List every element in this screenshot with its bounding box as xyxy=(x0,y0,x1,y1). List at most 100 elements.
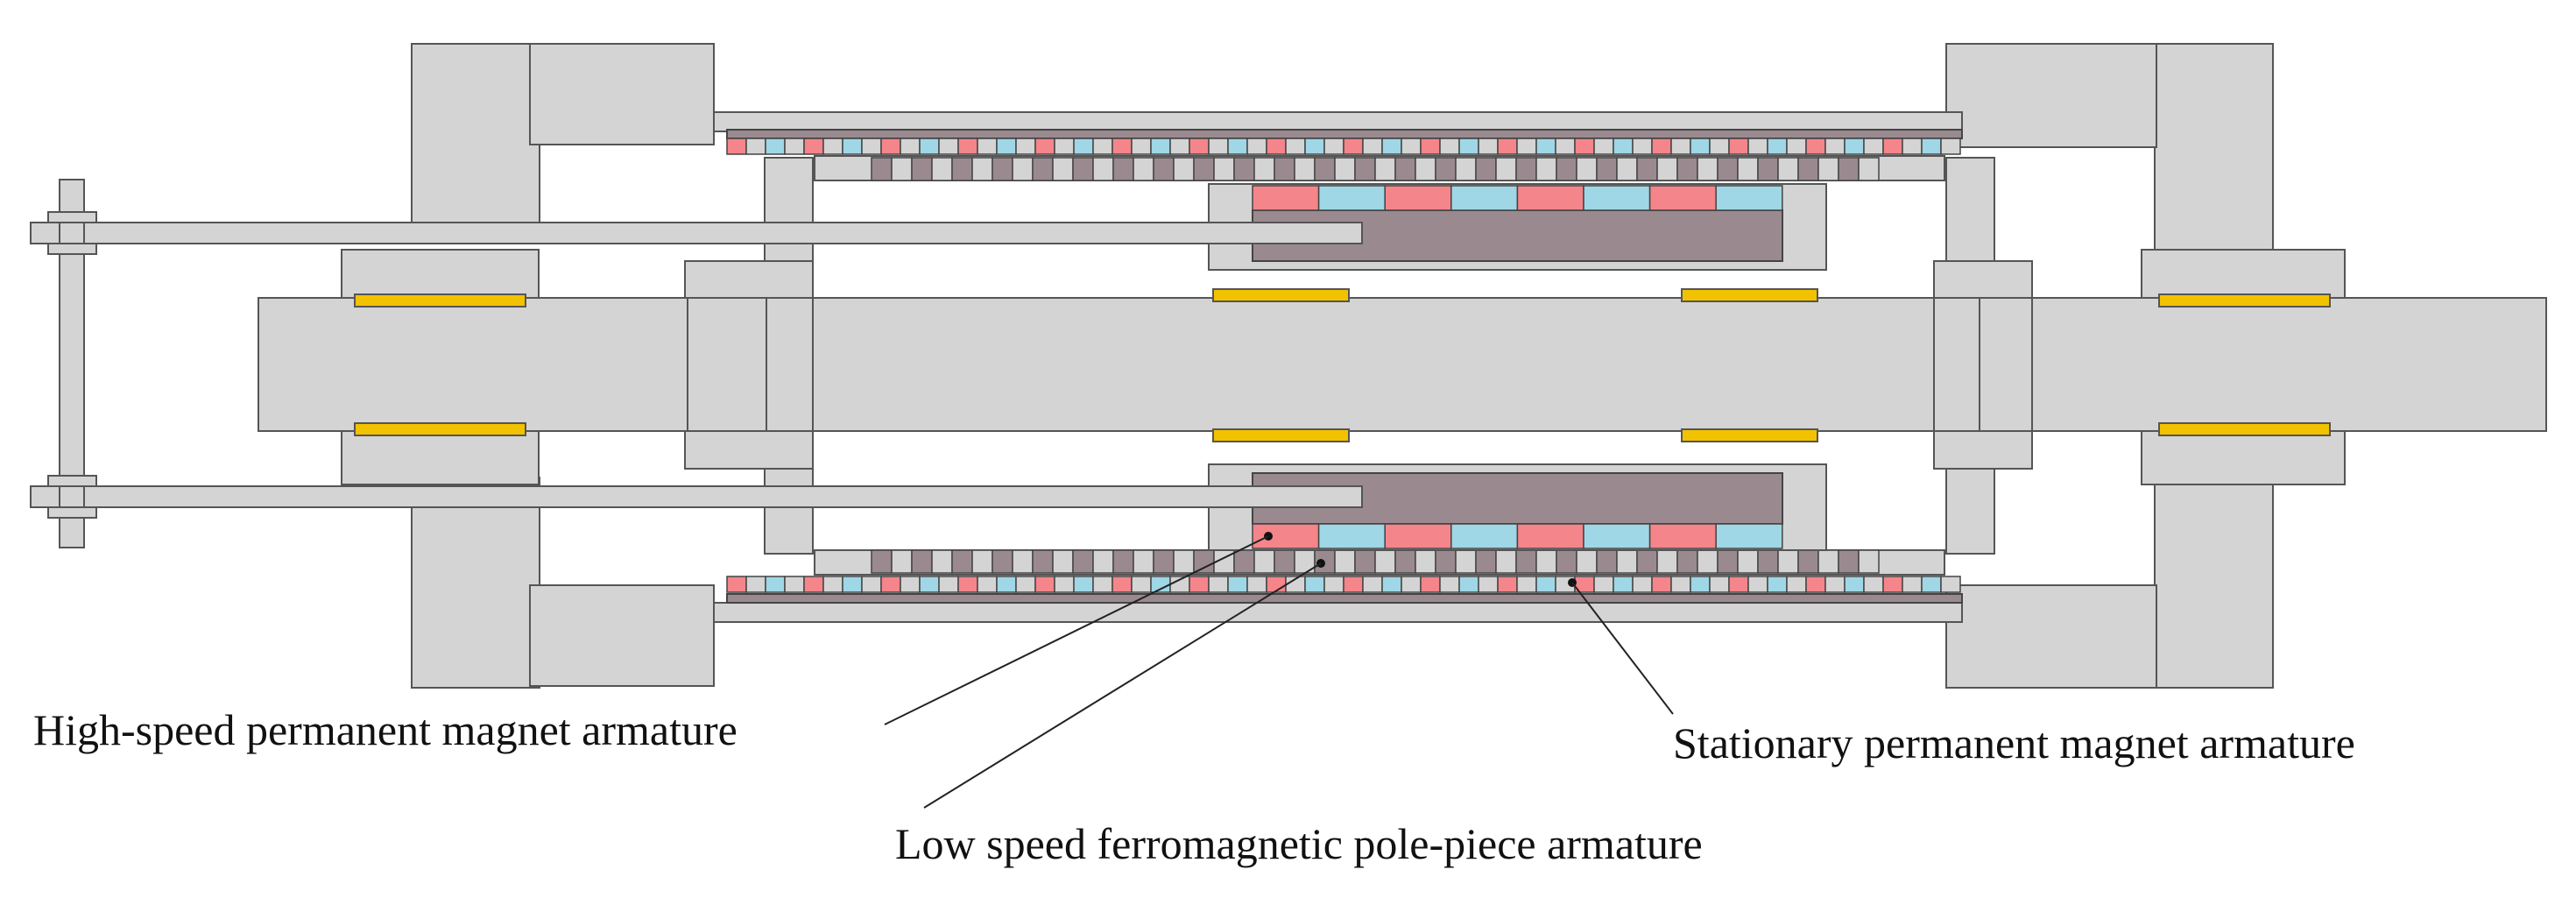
stationary-magnet-segment xyxy=(822,576,843,593)
pole-piece-segment xyxy=(1556,549,1577,574)
stationary-magnet-segment xyxy=(1863,138,1884,155)
stationary-magnet-segment xyxy=(1054,138,1075,155)
shaft-left-collar xyxy=(766,297,814,432)
pole-piece-segment xyxy=(1032,157,1054,181)
stationary-magnet-segment xyxy=(1593,138,1614,155)
high-speed-magnet-segment xyxy=(1252,523,1320,549)
stationary-magnet-segment xyxy=(1728,576,1749,593)
pole-piece-row-bottom xyxy=(871,549,1880,574)
stationary-magnet-segment xyxy=(1632,576,1653,593)
stationary-magnet-segment xyxy=(1362,138,1383,155)
stationary-magnet-segment xyxy=(1092,138,1113,155)
stationary-magnet-segment xyxy=(745,138,766,155)
stationary-magnet-segment xyxy=(938,138,959,155)
stationary-magnet-segment xyxy=(861,138,882,155)
pole-piece-segment xyxy=(1274,549,1295,574)
pole-piece-segment xyxy=(1858,157,1880,181)
pole-piece-segment xyxy=(1415,549,1436,574)
tie-rod-clamp-bottom-lower xyxy=(47,506,97,519)
stationary-magnet-segment xyxy=(1131,576,1152,593)
pole-piece-segment xyxy=(1253,157,1275,181)
tie-rod-clamp-top xyxy=(47,211,97,223)
tie-rod-bottom xyxy=(30,485,1363,508)
pole-piece-segment xyxy=(1374,157,1396,181)
pole-piece-segment xyxy=(891,157,913,181)
stationary-magnet-segment xyxy=(900,576,921,593)
left-end-cap-bottom xyxy=(529,584,715,687)
high-speed-magnet-segment xyxy=(1384,185,1452,211)
stationary-magnet-segment xyxy=(1015,138,1036,155)
bearing-mid-left-bottom xyxy=(1212,428,1350,442)
stationary-magnet-segment xyxy=(1516,138,1537,155)
stationary-magnet-segment xyxy=(1747,576,1768,593)
pole-piece-segment xyxy=(1294,157,1316,181)
pole-piece-segment xyxy=(1817,157,1839,181)
pole-piece-segment xyxy=(1012,157,1034,181)
pole-piece-segment xyxy=(971,549,993,574)
pole-piece-segment xyxy=(951,549,973,574)
stationary-magnet-segment xyxy=(1054,576,1075,593)
stationary-magnet-segment xyxy=(1497,138,1518,155)
stationary-magnet-segment xyxy=(1189,576,1210,593)
pole-piece-segment xyxy=(1334,549,1356,574)
pole-piece-segment xyxy=(1656,157,1678,181)
stationary-magnet-segment xyxy=(1882,138,1903,155)
pole-piece-segment xyxy=(1697,157,1719,181)
stationary-magnet-segment xyxy=(1073,138,1094,155)
shaft-left-segment xyxy=(258,297,688,432)
high-speed-magnet-segment xyxy=(1450,523,1519,549)
pole-piece-segment xyxy=(1717,157,1739,181)
stationary-magnet-segment xyxy=(1593,576,1614,593)
stationary-magnet-segment xyxy=(784,138,805,155)
pole-piece-segment xyxy=(1394,157,1416,181)
stationary-magnet-segment xyxy=(957,576,978,593)
stationary-magnet-segment xyxy=(1189,138,1210,155)
stationary-magnet-segment xyxy=(1401,576,1422,593)
stationary-magnet-segment xyxy=(745,576,766,593)
pole-piece-segment xyxy=(1435,157,1457,181)
pole-piece-segment xyxy=(1616,549,1638,574)
pole-piece-segment xyxy=(1576,549,1598,574)
pole-piece-segment xyxy=(1596,157,1618,181)
pole-piece-segment xyxy=(1757,549,1779,574)
pole-piece-segment xyxy=(1576,157,1598,181)
pole-piece-segment xyxy=(871,549,893,574)
pole-piece-segment xyxy=(1596,549,1618,574)
bearing-right-bottom xyxy=(2158,422,2331,436)
stationary-magnet-row-top xyxy=(726,138,1961,155)
stationary-magnet-segment xyxy=(1632,138,1653,155)
right-end-cap-top xyxy=(1945,43,2157,148)
tie-rod-clamp-top-lower xyxy=(47,243,97,255)
pole-piece-segment xyxy=(1717,549,1739,574)
stationary-magnet-segment xyxy=(1131,138,1152,155)
stationary-magnet-segment xyxy=(1940,576,1961,593)
pole-piece-segment xyxy=(1737,157,1759,181)
pole-piece-segment xyxy=(1636,549,1658,574)
high-speed-magnet-segment xyxy=(1317,523,1386,549)
stationary-magnet-segment xyxy=(1555,138,1576,155)
high-speed-magnet-segment xyxy=(1516,185,1584,211)
stationary-magnet-segment xyxy=(1574,138,1595,155)
right-end-cap-bottom xyxy=(1945,584,2157,689)
stationary-magnet-segment xyxy=(1728,138,1749,155)
stationary-magnet-segment xyxy=(842,576,863,593)
pole-piece-segment xyxy=(1253,549,1275,574)
stationary-magnet-segment xyxy=(1824,576,1846,593)
stationary-magnet-segment xyxy=(1767,576,1788,593)
stationary-magnet-segment xyxy=(726,138,747,155)
pole-piece-segment xyxy=(1515,549,1537,574)
pole-piece-segment xyxy=(1676,157,1698,181)
stationary-magnet-segment xyxy=(1921,576,1942,593)
pole-piece-segment xyxy=(1274,157,1295,181)
pole-piece-segment xyxy=(1455,157,1477,181)
pole-piece-segment xyxy=(1112,549,1134,574)
stationary-magnet-segment xyxy=(1208,138,1229,155)
pole-piece-segment xyxy=(931,157,953,181)
pole-piece-segment xyxy=(1838,157,1860,181)
stationary-magnet-segment xyxy=(1478,138,1499,155)
stationary-magnet-segment xyxy=(1767,138,1788,155)
pole-piece-segment xyxy=(871,157,893,181)
stationary-magnet-segment xyxy=(1940,138,1961,155)
shaft-right-segment xyxy=(2031,297,2547,432)
pole-piece-segment xyxy=(1797,157,1819,181)
